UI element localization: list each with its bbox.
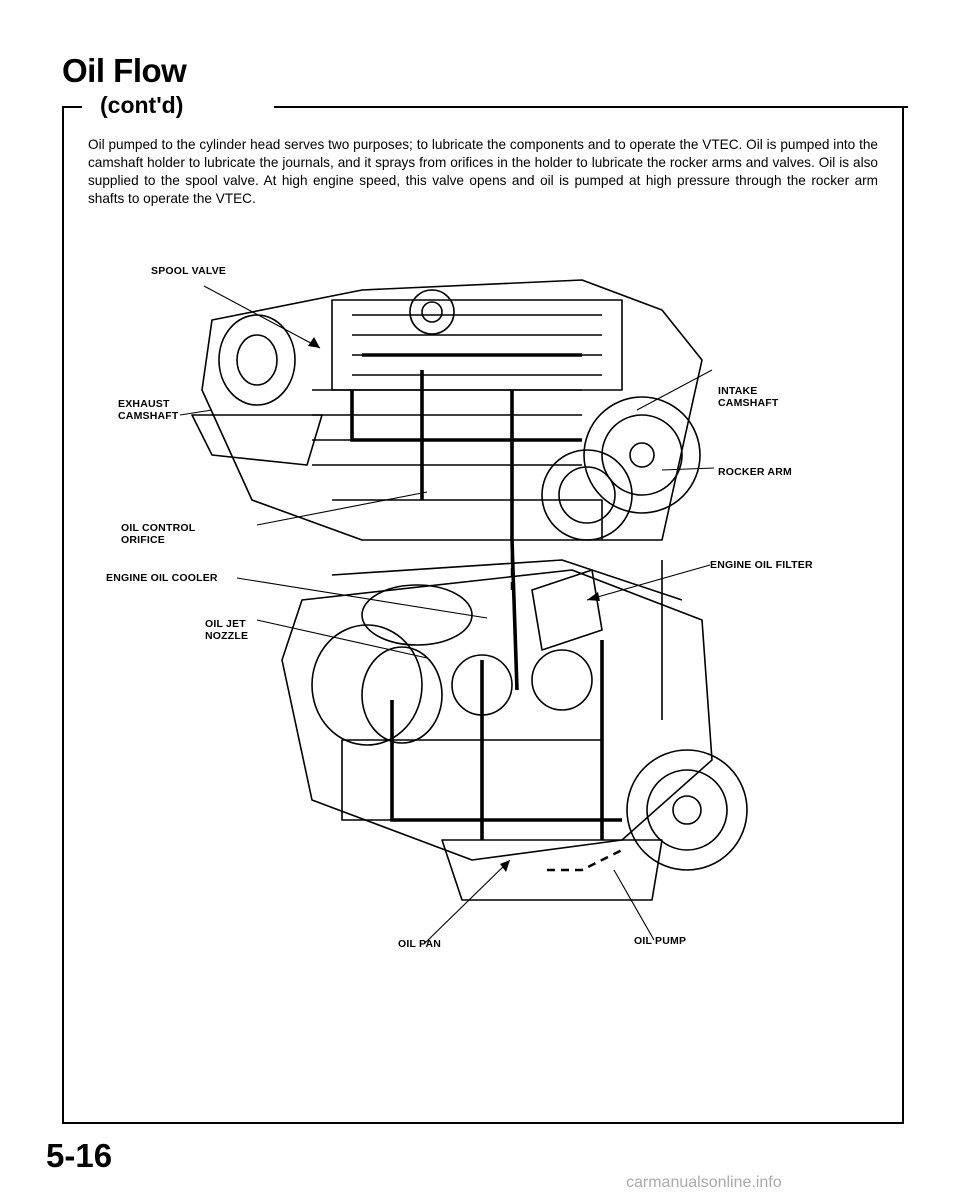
cylinder-head-drawing	[191, 279, 703, 541]
watermark-text: carmanualsonline.info	[626, 1174, 782, 1191]
label-oil-control-orifice: OIL CONTROL ORIFICE	[121, 522, 196, 547]
engine-oil-flow-illustration	[179, 279, 748, 944]
label-spool-valve: SPOOL VALVE	[151, 265, 227, 277]
engine-block-drawing	[281, 559, 748, 901]
page-title: Oil Flow	[62, 52, 187, 89]
label-engine-oil-cooler: ENGINE OIL COOLER	[106, 572, 218, 584]
label-oil-jet-nozzle: OIL JET NOZZLE	[205, 618, 249, 643]
label-oil-pump: OIL PUMP	[634, 935, 687, 947]
label-oil-pan: OIL PAN	[398, 938, 442, 950]
label-engine-oil-filter: ENGINE OIL FILTER	[710, 559, 813, 571]
oil-flow-paths	[350, 353, 622, 840]
page-subtitle: (cont'd)	[100, 92, 184, 118]
leader-lines	[179, 285, 715, 944]
page-number: 5-16	[46, 1137, 113, 1174]
subtitle-row: (cont'd)	[62, 92, 908, 120]
content-frame	[62, 106, 904, 1124]
oil-flow-dashed-paths	[510, 540, 623, 872]
label-exhaust-camshaft: EXHAUST CAMSHAFT	[118, 398, 179, 423]
intro-paragraph: Oil pumped to the cylinder head serves t…	[88, 137, 878, 206]
label-rocker-arm: ROCKER ARM	[718, 466, 792, 478]
subtitle-tick-rule	[62, 106, 82, 108]
leader-arrowheads	[308, 337, 600, 872]
subtitle-rule	[274, 106, 908, 108]
label-intake-camshaft: INTAKE CAMSHAFT	[718, 385, 779, 410]
